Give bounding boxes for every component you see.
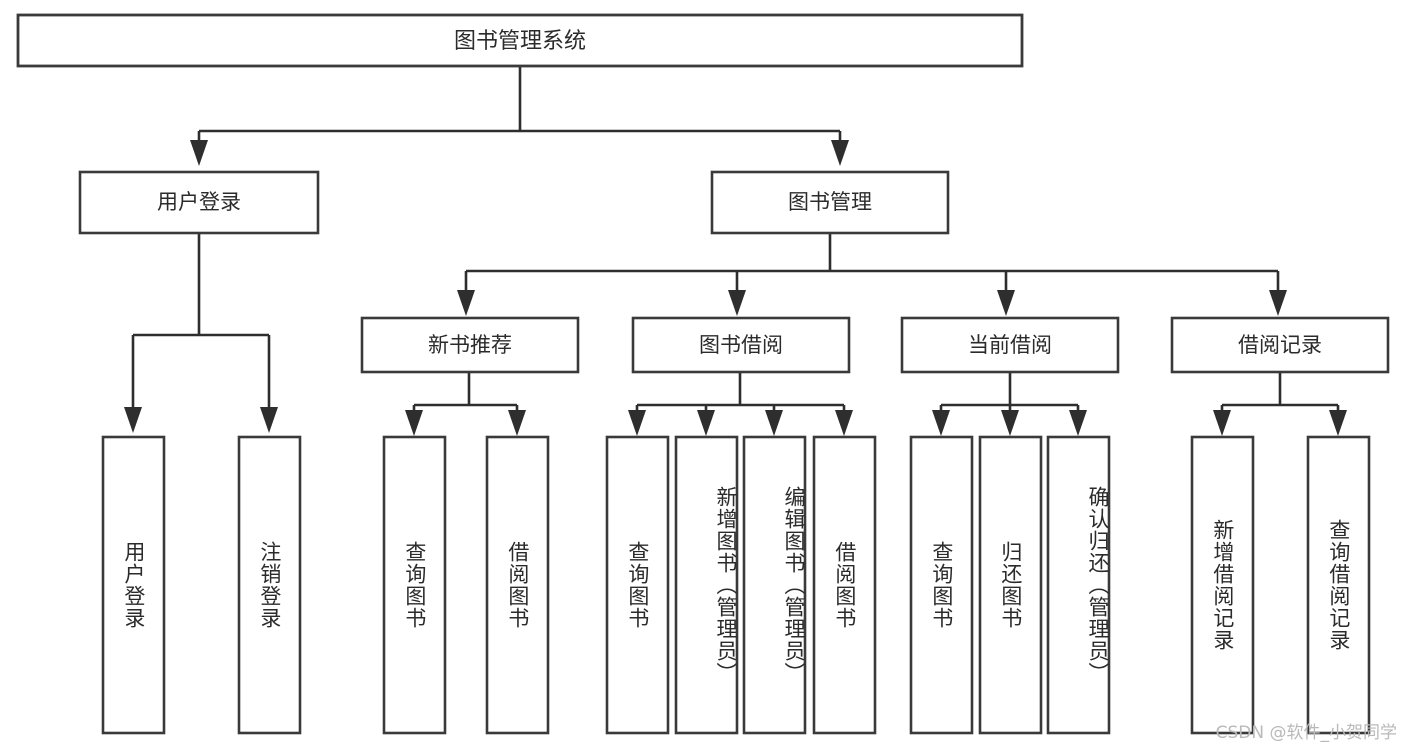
arrowhead-borrow-record bbox=[1269, 290, 1287, 316]
leaf-logout-login-box[interactable] bbox=[237, 435, 302, 735]
node-book-borrow[interactable]: 图书借阅 bbox=[631, 316, 851, 374]
node-current-borrow[interactable]: 当前借阅 bbox=[900, 316, 1120, 374]
leaf-query-book-2-box[interactable] bbox=[605, 435, 670, 735]
leaf-borrow-book-2-box[interactable] bbox=[812, 435, 877, 735]
node-new-book-recommend-box[interactable] bbox=[360, 316, 580, 374]
arrowhead-leaf-borrow-book-1 bbox=[508, 410, 526, 436]
arrowhead-current-borrow bbox=[997, 290, 1015, 316]
leaf-query-book-1-box[interactable] bbox=[382, 435, 447, 735]
node-root[interactable]: 图书管理系统 bbox=[16, 13, 1024, 68]
arrowhead-leaf-user-login bbox=[124, 407, 142, 433]
arrowhead-leaf-logout-login bbox=[260, 407, 278, 433]
arrowhead-leaf-confirm-return bbox=[1069, 410, 1087, 436]
arrowhead-leaf-add-book bbox=[697, 410, 715, 436]
csdn-watermark: CSDN @软件_小贺同学 bbox=[1215, 723, 1397, 743]
node-borrow-record-label: 借阅记录 bbox=[1238, 333, 1322, 357]
arrowhead-leaf-query-book-2 bbox=[628, 410, 646, 436]
leaf-add-book-box[interactable] bbox=[674, 435, 739, 735]
arrowhead-leaf-borrow-book-2 bbox=[835, 410, 853, 436]
leaf-edit-book-box[interactable] bbox=[742, 435, 807, 735]
arrowhead-leaf-query-book-3 bbox=[932, 410, 950, 436]
leaf-confirm-return-box[interactable] bbox=[1046, 435, 1111, 735]
arrowhead-leaf-return-book bbox=[1001, 410, 1019, 436]
arrowhead-leaf-query-record bbox=[1329, 410, 1347, 436]
node-new-book-recommend[interactable]: 新书推荐 bbox=[360, 316, 580, 374]
node-user-login-label: 用户登录 bbox=[157, 190, 241, 214]
node-borrow-record[interactable]: 借阅记录 bbox=[1170, 316, 1390, 374]
arrowhead-book-borrow bbox=[728, 290, 746, 316]
leaf-add-record-box[interactable] bbox=[1190, 435, 1255, 735]
node-new-book-recommend-label: 新书推荐 bbox=[428, 333, 512, 357]
leaf-box-layer bbox=[101, 435, 1371, 735]
leaf-return-book-box[interactable] bbox=[978, 435, 1043, 735]
node-current-borrow-box[interactable] bbox=[900, 316, 1120, 374]
node-current-borrow-label: 当前借阅 bbox=[968, 333, 1052, 357]
node-book-manage-label: 图书管理 bbox=[788, 190, 872, 214]
node-book-borrow-label: 图书借阅 bbox=[699, 333, 783, 357]
leaf-user-login-box[interactable] bbox=[101, 435, 166, 735]
node-book-borrow-box[interactable] bbox=[631, 316, 851, 374]
leaf-query-record-box[interactable] bbox=[1306, 435, 1371, 735]
arrowhead-leaf-add-record bbox=[1213, 410, 1231, 436]
arrowhead-leaf-edit-book bbox=[765, 410, 783, 436]
arrowhead-to-book-manage bbox=[831, 140, 849, 166]
connector-layer bbox=[124, 65, 1347, 436]
arrowhead-leaf-query-book-1 bbox=[405, 410, 423, 436]
node-book-manage[interactable]: 图书管理 bbox=[710, 170, 950, 235]
node-user-login[interactable]: 用户登录 bbox=[78, 170, 320, 235]
leaf-borrow-book-1-box[interactable] bbox=[485, 435, 550, 735]
arrowhead-new-book-recommend bbox=[457, 290, 475, 316]
node-book-manage-box[interactable] bbox=[710, 170, 950, 235]
node-root-label: 图书管理系统 bbox=[454, 29, 586, 54]
node-borrow-record-box[interactable] bbox=[1170, 316, 1390, 374]
node-root-box[interactable] bbox=[16, 13, 1024, 68]
node-user-login-box[interactable] bbox=[78, 170, 320, 235]
leaf-query-book-3-box[interactable] bbox=[909, 435, 974, 735]
arrowhead-to-user-login bbox=[190, 140, 208, 166]
